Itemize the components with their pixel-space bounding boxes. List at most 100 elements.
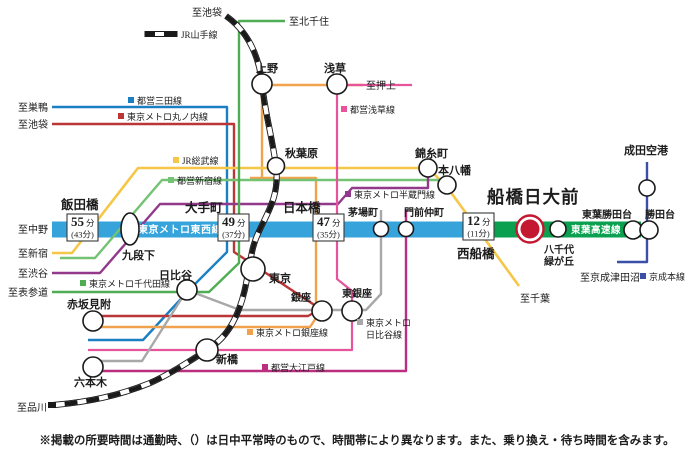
- toyo-rapid-line-banner: 東葉高速線: [570, 224, 621, 236]
- yamanote-dashes: [53, 14, 279, 408]
- station-marker-katsutadai: [639, 220, 659, 240]
- time-box-frame: [462, 212, 495, 241]
- legend-label: 都営三田線: [137, 95, 182, 106]
- station-label-otemachi: 大手町: [185, 200, 223, 215]
- peak-minutes: 55: [71, 214, 85, 229]
- station-marker-tokyo: [240, 256, 266, 282]
- endpoint-label-to-oshiage: 至押上: [366, 79, 396, 92]
- icon-dash-1: [145, 31, 155, 37]
- metro-chiyoda-line: [52, 19, 285, 294]
- legend-swatch: [341, 106, 347, 112]
- offpeak-minutes: (43分): [71, 230, 94, 240]
- legend-swatch: [357, 319, 363, 325]
- legend-jr-yamanote: JR山手線: [144, 29, 218, 40]
- toei-oedo-line: [88, 210, 408, 373]
- legend-label: JR山手線: [181, 29, 218, 40]
- toei-asakusa-line: [88, 83, 412, 352]
- station-label-yachiyo-midorigaoka-line2: 緑が丘: [544, 255, 574, 268]
- legend-metro-chiyoda: 東京メトロ千代田線: [80, 278, 170, 289]
- legend-label: 東京メトロ銀座線: [256, 327, 328, 338]
- station-label-ginza: 銀座: [291, 291, 311, 304]
- station-marker-monzen-nakacho: [397, 220, 415, 238]
- minutes-unit: 分: [86, 218, 95, 228]
- legend-jr-sobu: JR総武線: [173, 155, 219, 166]
- station-label-akasaka-mitsuke: 赤坂見附: [67, 297, 111, 311]
- time-box-otemachi: 49 分 (37分): [217, 213, 250, 242]
- icon-dash-2: [164, 31, 177, 37]
- legend-label-line2: 日比谷線: [366, 329, 402, 340]
- tozai-line-band: [52, 221, 478, 238]
- station-label-asakusa: 浅草: [324, 61, 346, 75]
- time-box-nishi-funabashi: 12 分 (11分): [462, 212, 495, 241]
- legend-swatch: [80, 280, 86, 286]
- legend-label: 都営新宿線: [177, 175, 222, 186]
- endpoint-label-to-kita-senju: 至北千住: [289, 15, 329, 28]
- legend-swatch: [247, 329, 253, 335]
- station-label-iidabashi: 飯田橋: [60, 197, 99, 212]
- station-marker-ueno: [251, 73, 273, 95]
- endpoint-label-to-ikebukuro-top: 至池袋: [192, 6, 222, 19]
- legend-swatch: [168, 177, 174, 183]
- station-marker-akasaka-mitsuke: [82, 310, 104, 332]
- legend-label: 東京メトロ半蔵門線: [354, 189, 435, 200]
- minutes-unit: 分: [237, 218, 246, 228]
- station-label-nishi-funabashi: 西船橋: [457, 246, 495, 261]
- station-marker-higashi-ginza: [341, 300, 363, 322]
- station-marker-roppongi: [82, 356, 104, 378]
- legend-toei-shinjuku: 都営新宿線: [168, 175, 222, 186]
- peak-minutes: 12: [467, 213, 480, 228]
- station-marker-hibiya: [176, 279, 198, 301]
- station-marker-kayabacho: [372, 220, 390, 238]
- station-label-shimbashi: 新橋: [216, 352, 239, 366]
- station-label-hibiya: 日比谷: [159, 268, 193, 282]
- station-label-yachiyo-midorigaoka-line1: 八千代: [543, 243, 574, 256]
- station-label-kinshicho: 錦糸町: [415, 146, 448, 160]
- time-box-frame: [66, 213, 99, 242]
- time-box-frame: [217, 213, 250, 242]
- jr-yamanote-line-icon: [144, 31, 178, 37]
- endpoint-label-to-sugamo: 至巣鴨: [18, 101, 48, 114]
- station-label-akihabara: 秋葉原: [285, 146, 318, 160]
- endpoint-label-to-keisei-tsudanuma: 至京成津田沼: [580, 271, 640, 284]
- endpoint-label-to-shinagawa: 至品川: [17, 402, 47, 414]
- legend-label: 都営浅草線: [350, 104, 395, 115]
- station-label-ueno: 上野: [256, 61, 278, 75]
- legend-swatch: [118, 113, 124, 119]
- station-label-kudanshita: 九段下: [121, 248, 155, 262]
- time-box-iidabashi: 55 分 (43分): [66, 213, 99, 242]
- endpoint-label-to-chiba: 至千葉: [520, 292, 550, 305]
- legend-toei-oedo: 都営大江戸線: [262, 362, 325, 373]
- station-label-funabashi-nichidai-mae: 船橋日大前: [487, 187, 580, 207]
- legend-metro-hibiya: 東京メトロ 日比谷線: [357, 317, 411, 340]
- endpoint-label-to-shinjuku: 至新宿: [18, 247, 48, 260]
- endpoint-label-to-omotesando: 至表参道: [8, 286, 48, 299]
- station-label-higashi-ginza: 東銀座: [342, 287, 372, 300]
- station-marker-ginza: [311, 300, 333, 322]
- legend-swatch: [173, 157, 179, 163]
- legend-label: 京成本線: [649, 271, 685, 282]
- legend-metro-ginza: 東京メトロ銀座線: [247, 327, 328, 338]
- time-box-frame: [312, 213, 345, 242]
- minutes-unit: 分: [332, 218, 341, 228]
- station-label-nihombashi: 日本橋: [283, 200, 321, 215]
- minutes-unit: 分: [482, 217, 491, 227]
- legend-label: 東京メトロ丸ノ内線: [127, 111, 208, 122]
- legend-metro-marunouchi: 東京メトロ丸ノ内線: [118, 111, 208, 122]
- legend-label: 東京メトロ千代田線: [89, 278, 170, 289]
- station-label-toyo-katsutadai: 東葉勝田台: [582, 208, 632, 221]
- station-label-roppongi: 六本木: [74, 375, 108, 389]
- peak-minutes: 49: [222, 214, 236, 229]
- station-label-moto-yawata: 本八幡: [438, 163, 472, 177]
- legend-swatch: [345, 191, 351, 197]
- highlight-inner-dot: [520, 219, 540, 239]
- legend-swatch: [640, 273, 646, 279]
- station-marker-akihabara: [266, 156, 286, 176]
- station-marker-narita-airport: [638, 179, 656, 197]
- time-box-nihombashi: 47 分 (35分): [312, 213, 345, 242]
- tozai-line-banner: 東京メトロ東西線: [138, 223, 222, 236]
- station-label-tokyo: 東京: [269, 271, 291, 285]
- station-label-narita-airport: 成田空港: [624, 143, 669, 157]
- yamanote-end-cap: [48, 402, 56, 408]
- legend-keisei-main: 京成本線: [640, 271, 685, 282]
